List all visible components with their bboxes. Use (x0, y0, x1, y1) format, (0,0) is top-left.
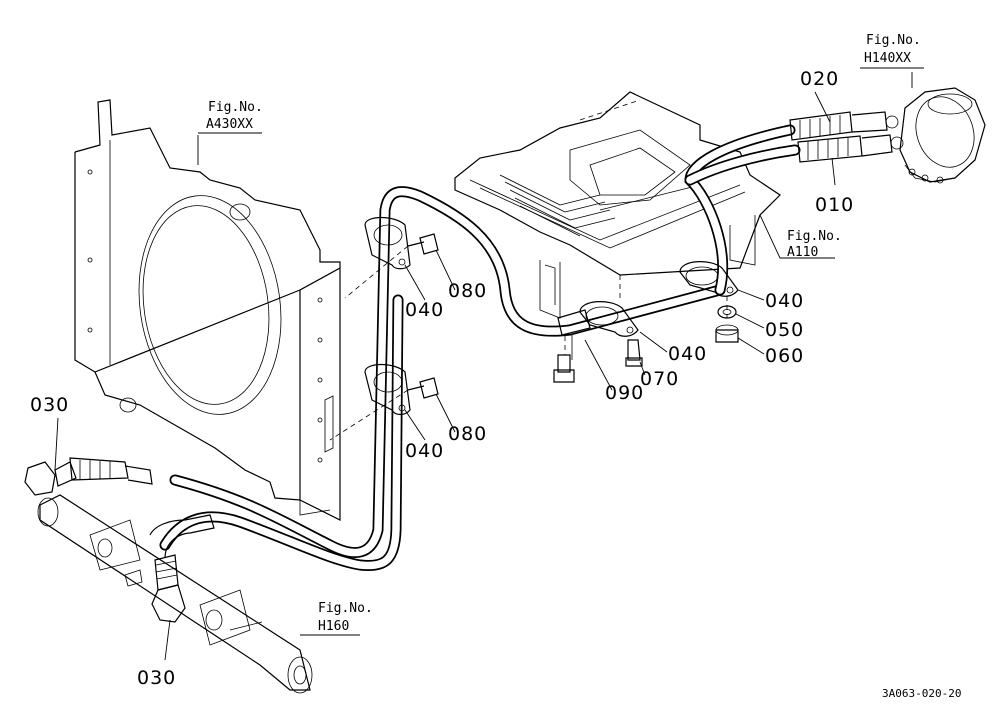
part-label-080-upper: 080 (448, 280, 487, 302)
figure-ref-a110: Fig.No. A110 (787, 229, 842, 260)
part-label-020: 020 (800, 68, 839, 90)
part-label-090: 090 (605, 382, 644, 404)
elbow-fitting-030-upper (24, 457, 153, 496)
bolt-070 (625, 339, 643, 367)
part-label-030-lower: 030 (137, 667, 176, 689)
hose-020 (789, 111, 899, 141)
bolt-below-090 (553, 336, 575, 383)
figure-ref-a110-value: A110 (787, 245, 818, 260)
leader-lines (54, 91, 836, 661)
figure-ref-h140xx: Fig.No. H140XX (860, 33, 924, 69)
figure-ref-h160: Fig.No. H160 (318, 601, 373, 634)
hose-010 (797, 134, 904, 163)
steering-unit (899, 72, 986, 184)
clamp-040-right-b (679, 261, 739, 297)
bracket-090 (557, 309, 591, 360)
part-label-070: 070 (640, 368, 679, 390)
part-label-040-lower-right: 040 (668, 343, 707, 365)
part-label-050: 050 (765, 319, 804, 341)
figure-ref-h160-value: H160 (318, 619, 349, 634)
part-label-040-right: 040 (765, 290, 804, 312)
figure-ref-h160-label: Fig.No. (318, 601, 373, 616)
figure-ref-a430xx-value: A430XX (206, 117, 253, 132)
nut-060 (715, 296, 739, 343)
clamp-040-upper (364, 216, 411, 270)
radiator-shroud (74, 99, 341, 521)
part-label-040-upper: 040 (405, 299, 444, 321)
part-label-010: 010 (815, 194, 854, 216)
part-label-030-upper: 030 (30, 394, 69, 416)
bolt-080-upper (344, 233, 439, 299)
drawing-code: 3A063-020-20 (882, 687, 961, 700)
clamp-040-right-a (579, 301, 639, 337)
hydraulic-hose-main (169, 186, 726, 558)
elbow-fitting-030-lower (149, 514, 215, 623)
floor-plate (454, 91, 835, 319)
figure-ref-a430xx: Fig.No. A430XX (198, 100, 263, 134)
bolt-080-lower (329, 377, 439, 441)
hydraulic-hose-upper (684, 124, 801, 296)
hydraulic-cylinder (37, 494, 360, 694)
figure-ref-h140xx-label: Fig.No. (866, 33, 921, 48)
part-number-labels: 020 010 030 030 040 040 040 040 050 060 … (30, 68, 854, 689)
figure-ref-h140xx-value: H140XX (864, 51, 911, 66)
part-label-040-middle: 040 (405, 440, 444, 462)
hydraulic-hose-secondary (159, 294, 404, 572)
figure-ref-a430xx-label: Fig.No. (208, 100, 263, 115)
part-label-060: 060 (765, 345, 804, 367)
figure-ref-a110-label: Fig.No. (787, 229, 842, 244)
part-label-080-lower: 080 (448, 423, 487, 445)
clamp-040-middle (364, 363, 411, 416)
